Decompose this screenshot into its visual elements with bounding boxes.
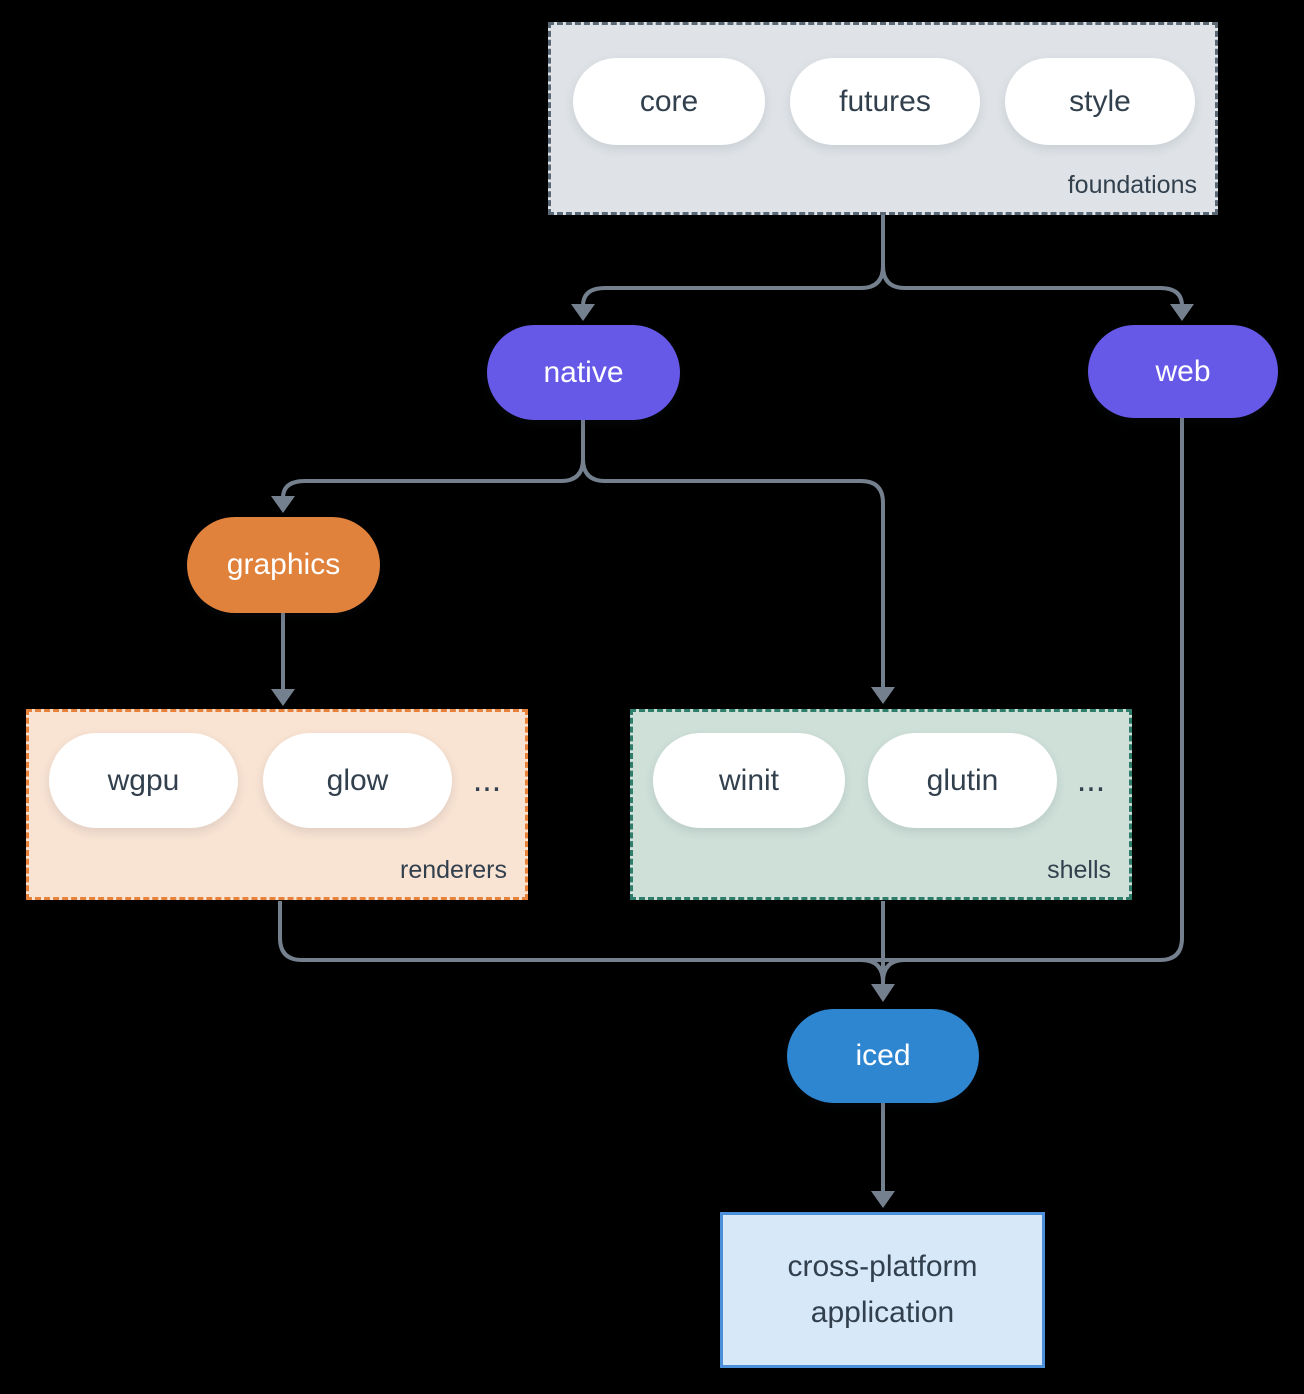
pill-winit: winit <box>653 733 845 828</box>
node-web: web <box>1088 325 1278 418</box>
shells-group: winit glutin ... shells <box>630 709 1132 900</box>
pill-core-label: core <box>639 84 699 118</box>
arrowhead-application <box>871 1191 895 1208</box>
node-iced: iced <box>787 1009 979 1103</box>
application-box: cross-platform application <box>720 1212 1045 1368</box>
shells-ellipsis: ... <box>1076 761 1106 799</box>
arrowhead-iced <box>871 984 895 1002</box>
node-iced-label: iced <box>855 1039 911 1072</box>
renderers-group: wgpu glow ... renderers <box>26 709 528 900</box>
pill-futures: futures <box>790 58 980 145</box>
shells-group-label: shells <box>1047 856 1111 884</box>
renderers-ellipsis: ... <box>472 761 502 799</box>
pill-futures-label: futures <box>839 84 931 118</box>
pill-style: style <box>1005 58 1195 145</box>
arrowhead-native <box>571 304 595 321</box>
pill-wgpu: wgpu <box>49 733 238 828</box>
connector-merge-fillet-right <box>881 958 906 983</box>
node-web-label: web <box>1155 354 1211 388</box>
connector-foundations-to-native <box>581 265 885 307</box>
pill-core: core <box>573 58 765 145</box>
pill-glow: glow <box>263 733 452 828</box>
node-native-label: native <box>543 355 624 389</box>
node-native: native <box>487 325 680 420</box>
renderers-group-label: renderers <box>400 856 507 884</box>
application-label-line2: application <box>810 1296 955 1329</box>
pill-winit-label: winit <box>718 763 779 797</box>
connector-native-to-shells <box>581 458 885 689</box>
foundations-group: core futures style foundations <box>548 22 1218 215</box>
connector-merge-fillet-left <box>860 958 885 983</box>
pill-wgpu-label: wgpu <box>107 763 180 797</box>
node-graphics: graphics <box>187 517 380 613</box>
node-graphics-label: graphics <box>226 548 341 581</box>
connector-web-to-merge <box>883 418 1184 962</box>
arrowhead-web <box>1170 304 1194 321</box>
application-label-line1: cross-platform <box>787 1249 978 1283</box>
pill-style-label: style <box>1069 84 1131 118</box>
pill-glutin: glutin <box>868 733 1057 828</box>
pill-glow-label: glow <box>326 763 389 797</box>
arrowhead-renderers <box>271 689 295 706</box>
arrowhead-shells <box>871 687 895 704</box>
arrowhead-graphics <box>271 496 295 513</box>
connector-renderers-to-merge <box>278 901 883 962</box>
connector-foundations-to-web <box>881 265 1184 307</box>
connector-native-to-graphics <box>281 458 585 499</box>
pill-glutin-label: glutin <box>926 763 999 797</box>
foundations-group-label: foundations <box>1067 171 1197 199</box>
